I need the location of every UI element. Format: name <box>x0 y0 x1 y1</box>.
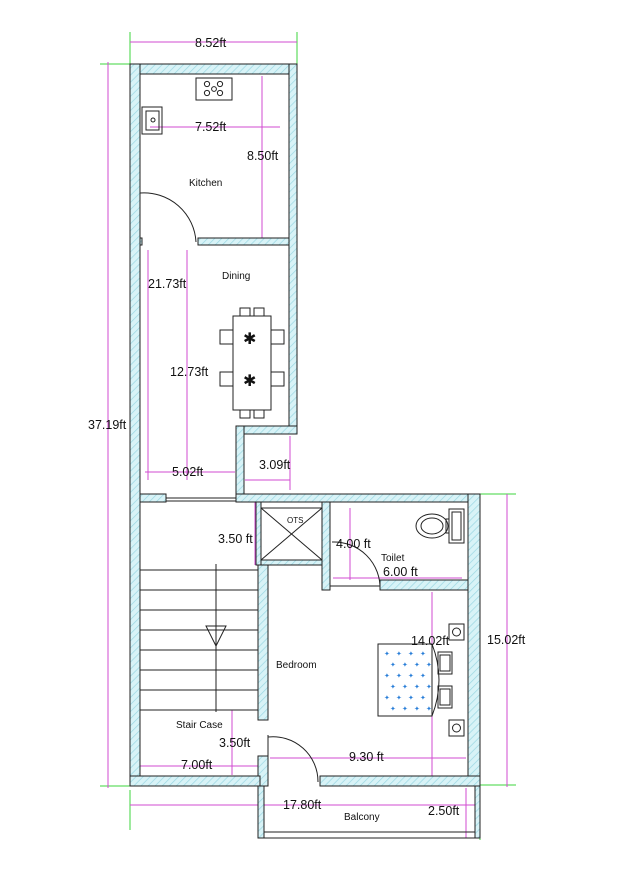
dim-top-width: 8.52ft <box>195 36 227 50</box>
bed-dot: ✦ <box>420 650 426 658</box>
bed-dot: ✦ <box>426 683 432 691</box>
bed-dot: ✦ <box>408 650 414 658</box>
doors <box>139 192 381 783</box>
label-staircase: Stair Case <box>176 720 223 731</box>
bed-dot: ✦ <box>390 705 396 713</box>
dim-stair-landing: 3.50ft <box>219 736 251 750</box>
bed-dot: ✦ <box>402 661 408 669</box>
dim-total-height: 37.19ft <box>88 418 127 432</box>
dim-bedroom-height: 14.02ft <box>411 634 450 648</box>
room-labels: Kitchen Dining OTS Toilet Bedroom Stair … <box>176 178 405 823</box>
svg-text:✱: ✱ <box>243 371 256 390</box>
dining-table: ✱ ✱ <box>219 307 285 419</box>
bed-dot: ✦ <box>396 672 402 680</box>
svg-text:✱: ✱ <box>243 329 256 348</box>
dim-dining-width: 5.02ft <box>172 465 204 479</box>
dim-step-width: 3.09ft <box>259 458 291 472</box>
dim-right-height: 15.02ft <box>487 633 526 647</box>
dim-bedroom-width: 9.30 ft <box>349 750 384 764</box>
dim-kitchen-width: 7.52ft <box>195 120 227 134</box>
kitchen-stove <box>195 77 233 101</box>
label-toilet: Toilet <box>381 553 405 564</box>
dim-dining-total: 21.73ft <box>148 277 187 291</box>
ots-shaft <box>260 507 323 561</box>
dim-dining-height: 12.73ft <box>170 365 209 379</box>
bed: ✦✦✦✦✦✦✦✦✦✦✦✦✦✦✦✦✦✦✦✦✦✦✦✦ <box>377 623 465 737</box>
dim-balcony-depth: 2.50ft <box>428 804 460 818</box>
dim-stair-width: 7.00ft <box>181 758 213 772</box>
staircase <box>140 564 258 712</box>
bed-dot: ✦ <box>384 650 390 658</box>
bed-dot: ✦ <box>390 683 396 691</box>
dim-ots-width: 3.50 ft <box>218 532 253 546</box>
bed-dot: ✦ <box>402 683 408 691</box>
dim-toilet-width: 6.00 ft <box>383 565 418 579</box>
dim-toilet-height: 4.00 ft <box>336 537 371 551</box>
bed-dot: ✦ <box>408 694 414 702</box>
bed-dot: ✦ <box>396 694 402 702</box>
label-bedroom: Bedroom <box>276 660 317 671</box>
label-kitchen: Kitchen <box>189 178 222 189</box>
kitchen-sink <box>141 106 163 135</box>
dim-balcony-width: 17.80ft <box>283 798 322 812</box>
walls <box>129 63 481 839</box>
bed-dot: ✦ <box>426 661 432 669</box>
dim-kitchen-height: 8.50ft <box>247 149 279 163</box>
bed-dot: ✦ <box>420 694 426 702</box>
bed-dot: ✦ <box>384 694 390 702</box>
toilet-wc <box>415 508 465 544</box>
bed-pattern: ✦✦✦✦✦✦✦✦✦✦✦✦✦✦✦✦✦✦✦✦✦✦✦✦ <box>384 650 432 713</box>
label-dining: Dining <box>222 271 250 282</box>
dimension-lines <box>100 32 516 840</box>
bed-dot: ✦ <box>420 672 426 680</box>
bed-dot: ✦ <box>414 683 420 691</box>
bed-dot: ✦ <box>414 705 420 713</box>
bed-dot: ✦ <box>384 672 390 680</box>
bed-dot: ✦ <box>414 661 420 669</box>
bed-dot: ✦ <box>426 705 432 713</box>
bed-dot: ✦ <box>408 672 414 680</box>
bed-dot: ✦ <box>390 661 396 669</box>
bed-dot: ✦ <box>396 650 402 658</box>
bed-dot: ✦ <box>402 705 408 713</box>
label-balcony: Balcony <box>344 812 380 823</box>
dimension-labels: 8.52ft 7.52ft 8.50ft 21.73ft 12.73ft 5.0… <box>88 36 526 818</box>
label-ots: OTS <box>287 516 303 525</box>
